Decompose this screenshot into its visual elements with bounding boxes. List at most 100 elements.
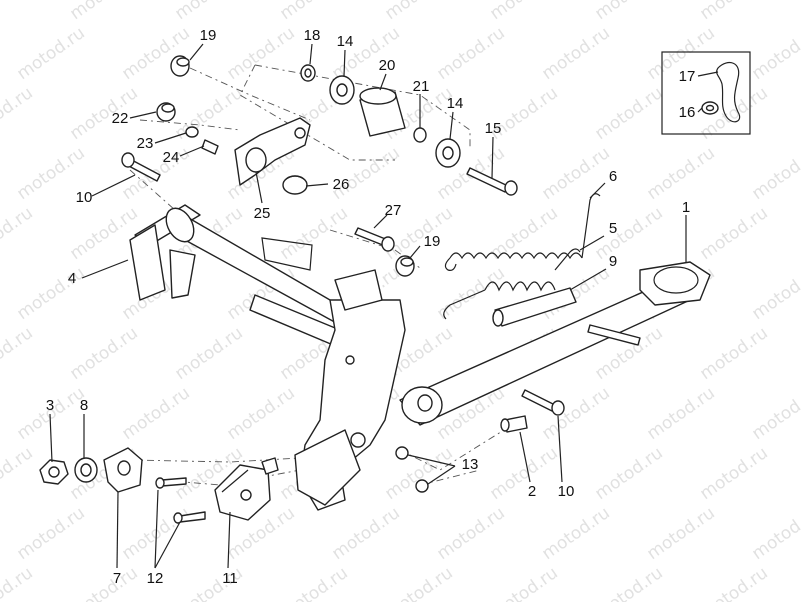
washer-16 <box>701 101 719 115</box>
callout-5: 5 <box>609 220 617 237</box>
leader-lines <box>49 43 719 569</box>
watermark-text: motod.ru <box>328 143 403 204</box>
bolt-27 <box>354 227 395 252</box>
bolt-10-top <box>121 152 161 182</box>
callout-8: 8 <box>80 397 88 414</box>
watermark-text: motod.ru <box>171 83 246 144</box>
bush-14-mid <box>435 138 461 168</box>
pin-24 <box>201 139 219 155</box>
side-stand-1 <box>399 261 711 426</box>
callout-3: 3 <box>46 397 54 414</box>
watermark-text: motod.ru <box>0 0 37 24</box>
callout-26: 26 <box>333 176 350 193</box>
callout-6: 6 <box>609 168 617 185</box>
callout-10b: 10 <box>558 483 575 500</box>
cap-22 <box>156 102 176 122</box>
watermark-text: motod.ru <box>66 563 141 602</box>
watermark-text: motod.ru <box>66 0 141 24</box>
callout-21: 21 <box>413 78 430 95</box>
callout-9: 9 <box>609 253 617 270</box>
watermark-text: motod.ru <box>223 383 298 444</box>
spacer-21 <box>413 127 427 143</box>
spring-5 <box>443 248 581 320</box>
watermark-text: motod.ru <box>538 23 613 84</box>
washer-18 <box>300 64 316 82</box>
watermark-text: motod.ru <box>0 443 37 504</box>
washer-8 <box>74 457 98 483</box>
cam-7 <box>103 447 143 493</box>
watermark-text: motod.ru <box>13 23 88 84</box>
watermark-text: motod.ru <box>0 563 37 602</box>
watermark-text: motod.ru <box>643 503 718 564</box>
watermark-text: motod.ru <box>433 23 508 84</box>
watermark-text: motod.ru <box>381 563 456 602</box>
watermark-text: motod.ru <box>591 83 666 144</box>
callout-2: 2 <box>528 483 536 500</box>
watermark-text: motod.ru <box>591 203 666 264</box>
switch-11 <box>214 457 279 521</box>
watermark-text: motod.ru <box>591 443 666 504</box>
watermark-text: motod.ru <box>748 23 802 84</box>
watermark-text: motod.ru <box>171 323 246 384</box>
callout-12: 12 <box>147 570 164 587</box>
watermark-text: motod.ru <box>591 563 666 602</box>
watermark-text: motod.ru <box>381 0 456 24</box>
callout-24: 24 <box>163 149 180 166</box>
watermark-text: motod.ru <box>328 503 403 564</box>
watermark-text: motod.ru <box>66 323 141 384</box>
bolt-15 <box>466 167 518 196</box>
watermark-text: motod.ru <box>486 0 561 24</box>
watermark-text: motod.ru <box>66 83 141 144</box>
watermark-text: motod.ru <box>433 503 508 564</box>
callout-23: 23 <box>137 135 154 152</box>
callout-25: 25 <box>254 205 271 222</box>
callout-20: 20 <box>379 57 396 74</box>
washer-23 <box>185 126 199 138</box>
watermark-text: motod.ru <box>538 143 613 204</box>
circlip-17 <box>716 61 741 123</box>
watermark-text: motod.ru <box>643 143 718 204</box>
watermark-text: motod.ru <box>171 0 246 24</box>
watermark-text: motod.ru <box>748 383 802 444</box>
watermark-text: motod.ru <box>538 383 613 444</box>
callout-4: 4 <box>68 270 76 287</box>
watermark-text: motod.ru <box>696 443 771 504</box>
cap-19-mid <box>395 255 415 277</box>
watermark-text: motod.ru <box>748 263 802 324</box>
callout-22: 22 <box>112 110 129 127</box>
callout-19a: 19 <box>200 27 217 44</box>
screw-12-b <box>173 511 206 524</box>
callout-1: 1 <box>682 199 690 216</box>
bolt-10-bottom <box>521 389 565 416</box>
pin-2 <box>500 415 528 433</box>
watermark-text: motod.ru <box>13 503 88 564</box>
callout-14b: 14 <box>447 95 464 112</box>
watermark-text: motod.ru <box>696 203 771 264</box>
watermark-text: motod.ru <box>276 563 351 602</box>
watermark-text: motod.ru <box>0 323 37 384</box>
callout-27: 27 <box>385 202 402 219</box>
callout-14a: 14 <box>337 33 354 50</box>
watermark-text: motod.ru <box>696 323 771 384</box>
watermark-text: motod.ru <box>486 563 561 602</box>
callout-17: 17 <box>679 68 696 85</box>
watermark-text: motod.ru <box>118 383 193 444</box>
spring-clip-26 <box>282 175 308 195</box>
watermark-text: motod.ru <box>66 203 141 264</box>
watermark-text: motod.ru <box>696 563 771 602</box>
bush-14-top <box>329 75 355 105</box>
watermark-text: motod.ru <box>748 503 802 564</box>
callout-16: 16 <box>679 104 696 121</box>
watermark-text: motod.ru <box>223 23 298 84</box>
screw-12-a <box>155 477 187 489</box>
callout-19b: 19 <box>424 233 441 250</box>
callout-11: 11 <box>222 570 238 587</box>
watermark-text: motod.ru <box>538 503 613 564</box>
roller-20 <box>359 87 406 137</box>
callout-13: 13 <box>462 456 479 473</box>
sleeve-9 <box>492 287 577 327</box>
watermark-text: motod.ru <box>0 203 37 264</box>
nut-3 <box>39 459 69 485</box>
